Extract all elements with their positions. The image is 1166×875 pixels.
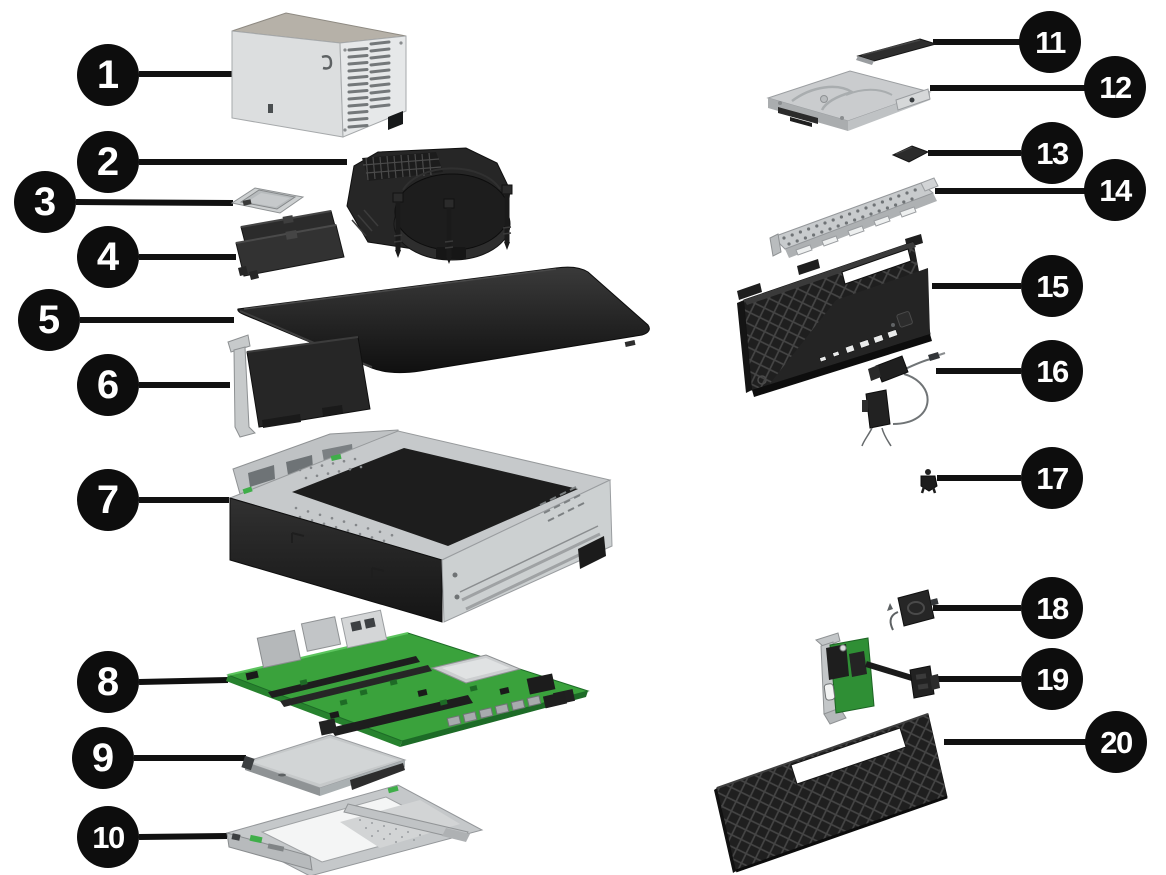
callout-19: 19 (1021, 648, 1083, 710)
hdd-side (768, 98, 848, 131)
card-bracket (233, 346, 256, 438)
leader-line-10 (138, 833, 228, 840)
serial-port-body (826, 644, 849, 680)
blank-slot (790, 727, 907, 785)
leader-lines (75, 39, 1086, 840)
part-front-bezel (737, 234, 932, 397)
io-port-block (340, 609, 388, 649)
odd-front-bezel (245, 762, 320, 796)
bezel-solid-area (768, 268, 930, 386)
callout-16: 16 (1021, 340, 1083, 402)
part-processor (230, 187, 305, 214)
part-drive-cage (225, 784, 484, 875)
fan-grille (362, 152, 442, 181)
fan-mounting-pegs (392, 184, 513, 264)
part-antenna-module (887, 589, 939, 631)
bracket-holes (782, 188, 917, 246)
callout-20: 20 (1085, 711, 1147, 773)
cable-module (875, 355, 909, 383)
part-serial-port-bracket (815, 632, 940, 725)
part-memory-modules (235, 210, 345, 280)
serial-port-opening (823, 683, 836, 701)
callout-10: 10 (77, 806, 139, 868)
part-wlan-module (891, 145, 930, 163)
pcie-slot (330, 695, 473, 736)
rear-opening (578, 536, 606, 569)
callout-8: 8 (77, 651, 139, 713)
optical-bay-opening (841, 248, 912, 285)
serial-cable (865, 661, 913, 681)
callout-14: 14 (1084, 159, 1146, 221)
callout-1: 1 (77, 44, 139, 106)
bracket-hook (815, 632, 841, 648)
part-expansion-card (227, 334, 371, 438)
front-port-row (446, 695, 542, 727)
card-edge-connector (262, 414, 301, 428)
antenna-wire (889, 611, 899, 631)
part-connector (920, 469, 938, 494)
psu-vents (347, 40, 391, 129)
bezel-tab (737, 283, 762, 300)
callout-3: 3 (14, 171, 76, 233)
card-bracket-tab (227, 334, 251, 353)
cable-module (865, 389, 891, 429)
cage-perforations (359, 819, 421, 843)
board-components (299, 679, 478, 706)
callout-15: 15 (1021, 255, 1083, 317)
callout-13: 13 (1021, 122, 1083, 184)
antenna-body (897, 589, 935, 627)
part-solid-state-drive (856, 38, 938, 65)
chassis-green-clip (330, 453, 342, 462)
io-port-block (256, 629, 302, 669)
callout-12: 12 (1084, 56, 1146, 118)
callout-4: 4 (77, 226, 139, 288)
blank-mesh (717, 714, 947, 871)
cable-plug (928, 352, 940, 361)
hdd-connector (778, 107, 818, 124)
serial-cable-connector (909, 665, 935, 699)
part-drive-bracket (769, 177, 939, 258)
fan-blower-drum (394, 173, 510, 251)
callout-7: 7 (77, 469, 139, 531)
part-power-supply (231, 12, 407, 138)
cage-green-clip (249, 834, 263, 844)
io-port-block (300, 616, 342, 652)
chassis-front-face (229, 497, 443, 623)
part-optical-drive (241, 734, 407, 796)
leader-line-8 (138, 677, 229, 685)
bezel-tab (797, 259, 820, 275)
psu-power-socket (388, 111, 403, 130)
part-fan-heat-sink-assembly (346, 147, 513, 264)
leader-line-3 (75, 199, 234, 206)
part-system-board (226, 609, 590, 747)
bezel-logo (757, 375, 767, 385)
chassis-perforations (294, 457, 394, 543)
chassis-interior (292, 448, 578, 546)
psu-handle (321, 55, 333, 70)
callout-11: 11 (1019, 11, 1081, 73)
callout-18: 18 (1021, 577, 1083, 639)
chassis-rear-panel (441, 479, 613, 623)
callout-6: 6 (77, 354, 139, 416)
bracket-cutouts (795, 206, 917, 256)
callout-9: 9 (72, 727, 134, 789)
callout-5: 5 (18, 289, 80, 351)
rear-vents (539, 486, 585, 522)
part-antenna-cable-assembly (861, 352, 946, 447)
part-hard-drive (766, 70, 932, 131)
part-chassis (228, 429, 613, 623)
front-port-holes (819, 329, 899, 363)
dimm-slot (280, 665, 432, 707)
callout-2: 2 (77, 131, 139, 193)
callout-17: 17 (1021, 447, 1083, 509)
dimm-slot (268, 656, 420, 698)
expansion-slot-cover (461, 532, 601, 602)
part-bezel-blank (714, 713, 948, 873)
power-button (896, 311, 913, 328)
